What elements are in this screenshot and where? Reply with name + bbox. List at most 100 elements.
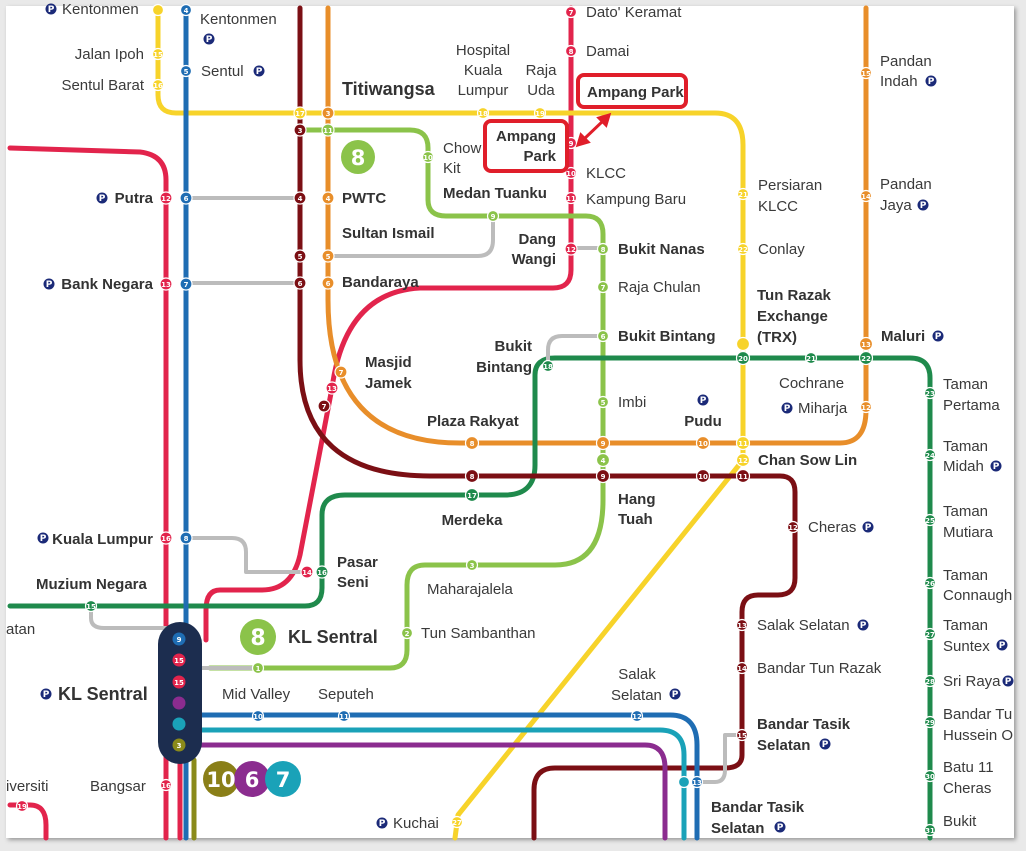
station-node[interactable] [736,242,750,256]
station-node[interactable] [533,106,547,120]
station-node[interactable] [321,123,335,137]
station-node[interactable] [179,191,193,205]
station-node[interactable] [179,531,193,545]
station-node[interactable] [15,799,29,813]
station-node[interactable] [695,468,711,484]
station-node[interactable] [923,769,937,783]
station-node[interactable] [630,709,644,723]
station-node[interactable] [464,435,480,451]
station-node[interactable] [677,775,691,789]
station-node[interactable] [293,106,307,120]
station-node[interactable] [859,400,873,414]
station-node[interactable] [923,513,937,527]
station-node[interactable] [735,336,751,352]
station-node[interactable] [735,350,751,366]
station-node[interactable] [923,823,937,837]
station-node[interactable] [923,627,937,641]
station-node[interactable] [450,815,464,829]
station-node[interactable] [923,674,937,688]
station-node[interactable] [159,531,173,545]
station-node[interactable] [321,249,335,263]
station-node[interactable] [464,487,480,503]
station-node[interactable] [464,468,480,484]
station-label: Damai [586,43,629,60]
station-label: Taman [943,438,988,455]
station-node[interactable] [321,276,335,290]
station-node[interactable] [334,365,348,379]
station-node[interactable] [690,775,704,789]
station-node[interactable] [596,329,610,343]
station-node[interactable] [735,468,751,484]
hub-code-3: 3 [177,742,182,750]
station-node[interactable] [804,351,818,365]
station-node[interactable] [923,576,937,590]
station-node[interactable] [486,209,500,223]
station-node[interactable] [596,280,610,294]
ampang-park-highlight-south[interactable] [483,119,569,173]
station-label: Bukit Nanas [618,241,705,258]
station-node[interactable] [596,395,610,409]
station-label: 10 [698,440,708,448]
station-node[interactable] [151,3,165,17]
station-node[interactable] [859,189,873,203]
station-node[interactable] [735,661,749,675]
station-node[interactable] [151,78,165,92]
station-node[interactable] [735,452,751,468]
station-node[interactable] [735,435,751,451]
station-label: Sentul Barat [61,77,144,94]
station-node[interactable] [84,599,98,613]
station-label: 11 [339,713,349,721]
station-node[interactable] [465,558,479,572]
station-node[interactable] [564,191,578,205]
station-node[interactable] [595,452,611,468]
station-node[interactable] [159,778,173,792]
station-node[interactable] [735,728,749,742]
station-node[interactable] [293,123,307,137]
station-node[interactable] [325,381,339,395]
station-node[interactable] [400,626,414,640]
station-node[interactable] [858,336,874,352]
station-node[interactable] [859,66,873,80]
station-node[interactable] [293,191,307,205]
station-node[interactable] [923,386,937,400]
station-node[interactable] [317,399,331,413]
station-node[interactable] [159,191,173,205]
station-node[interactable] [564,166,578,180]
station-node[interactable] [179,64,193,78]
station-label: 22 [738,246,748,254]
station-node[interactable] [735,618,749,632]
station-node[interactable] [321,106,335,120]
station-node[interactable] [923,715,937,729]
ampang-park-highlight-north[interactable] [576,73,688,109]
station-label: 4 [601,457,606,465]
station-node[interactable] [736,187,750,201]
station-node[interactable] [179,3,193,17]
station-node[interactable] [337,709,351,723]
station-node[interactable] [251,661,265,675]
station-node[interactable] [923,448,937,462]
station-node[interactable] [421,150,435,164]
station-node[interactable] [251,709,265,723]
station-node[interactable] [151,47,165,61]
station-label: Medan Tuanku [443,185,547,202]
station-node[interactable] [293,276,307,290]
station-node[interactable] [315,565,329,579]
station-node[interactable] [595,468,611,484]
station-node[interactable] [596,242,610,256]
station-node[interactable] [541,359,555,373]
station-label: 5 [298,253,303,261]
station-node[interactable] [564,242,578,256]
station-node[interactable] [786,520,800,534]
station-node[interactable] [564,5,578,19]
station-node[interactable] [179,277,193,291]
station-node[interactable] [858,350,874,366]
station-node[interactable] [159,277,173,291]
station-label: 4 [298,195,303,203]
station-node[interactable] [476,106,490,120]
station-node[interactable] [595,435,611,451]
station-node[interactable] [293,249,307,263]
station-node[interactable] [564,44,578,58]
station-node[interactable] [321,191,335,205]
station-node[interactable] [300,565,314,579]
station-node[interactable] [695,435,711,451]
